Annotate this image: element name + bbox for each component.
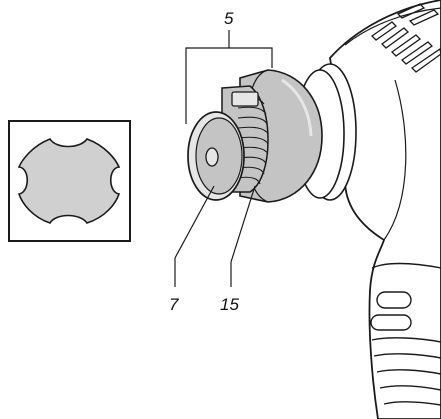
leader-15-diag bbox=[230, 185, 256, 263]
callout-5: 5 bbox=[224, 9, 234, 28]
callout-7: 7 bbox=[169, 295, 179, 314]
chuck-sleeve-highlight bbox=[281, 78, 313, 137]
callout-15: 15 bbox=[220, 295, 239, 314]
shank-profile-inset bbox=[8, 120, 131, 242]
shank-cross-section bbox=[17, 138, 121, 224]
handle-ribs bbox=[370, 291, 441, 406]
housing-contour bbox=[344, 7, 441, 46]
locking-sleeve-key bbox=[231, 91, 259, 107]
cooling-vents bbox=[370, 3, 441, 73]
leader-7-diag bbox=[174, 185, 215, 259]
chuck-front-rim bbox=[195, 117, 243, 195]
tool-housing bbox=[329, 0, 441, 419]
chuck-bore bbox=[205, 147, 219, 167]
callout-lines bbox=[174, 30, 273, 287]
housing-side-curve bbox=[383, 79, 407, 241]
chuck-front bbox=[187, 111, 245, 201]
handle-outline bbox=[371, 262, 441, 269]
